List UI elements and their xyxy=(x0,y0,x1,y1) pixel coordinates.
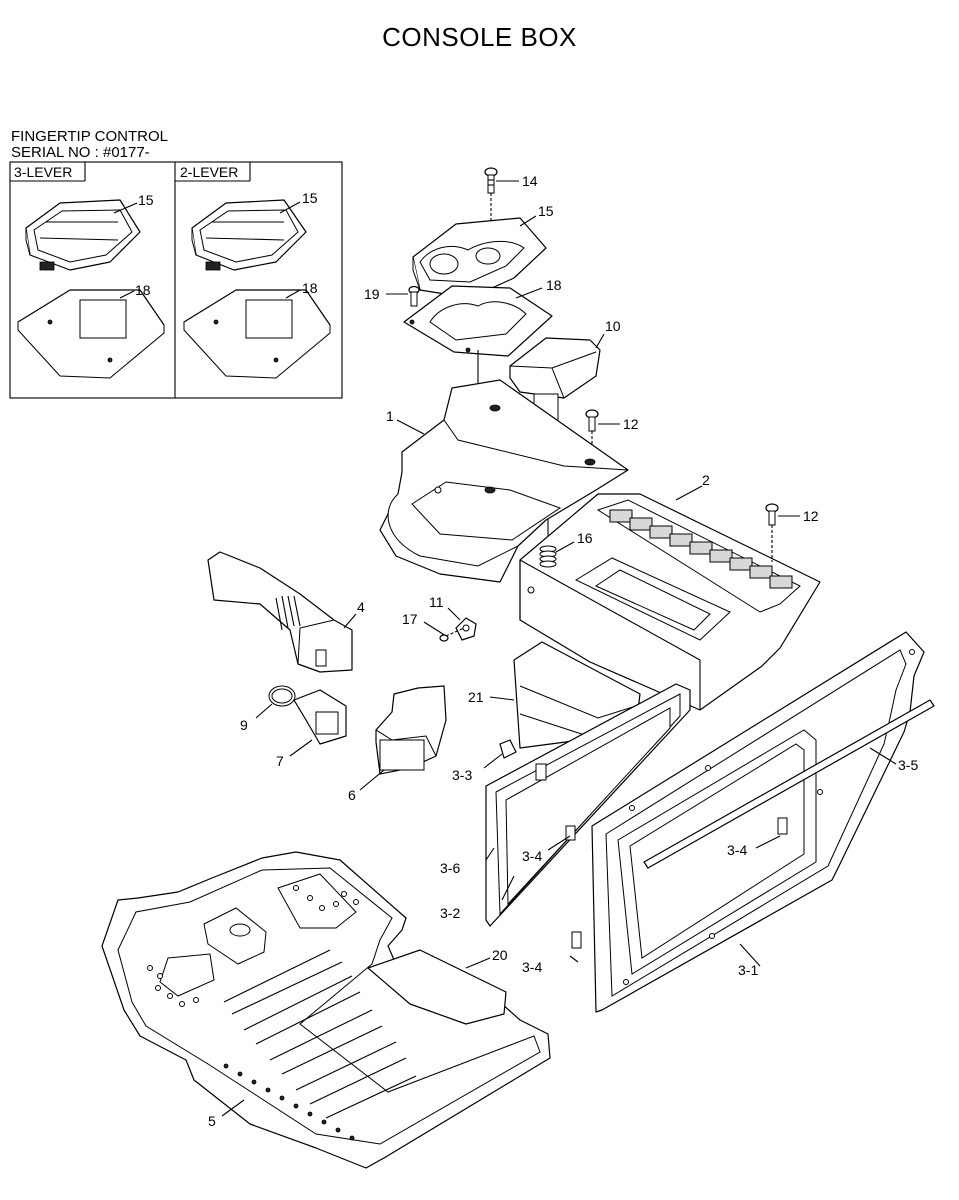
box-6 xyxy=(359,685,447,791)
page-title: CONSOLE BOX xyxy=(382,22,577,52)
callout-20: 20 xyxy=(492,947,508,963)
callout-1: 1 xyxy=(386,408,394,424)
callout-18-3-lever: 18 xyxy=(135,282,151,298)
floor-plate-5 xyxy=(101,851,551,1169)
screw-14 xyxy=(484,167,519,222)
callout-3-4-a: 3-4 xyxy=(522,848,542,864)
inset-plate-2-lever xyxy=(183,289,331,379)
callout-3-5: 3-5 xyxy=(898,757,918,773)
inset-cover-3-lever xyxy=(25,199,141,271)
callout-15-3-lever: 15 xyxy=(138,192,154,208)
screw-12-right xyxy=(765,503,800,562)
callout-2: 2 xyxy=(702,472,710,488)
callout-3-2: 3-2 xyxy=(440,905,460,921)
grommet-11 xyxy=(447,607,477,641)
callout-3-6: 3-6 xyxy=(440,860,460,876)
air-duct-4 xyxy=(207,551,357,673)
callout-5: 5 xyxy=(208,1113,216,1129)
callout-6: 6 xyxy=(348,787,356,803)
callout-3-4-b: 3-4 xyxy=(727,842,747,858)
callout-15-2-lever: 15 xyxy=(302,190,318,206)
inset-heading-line1: FINGERTIP CONTROL xyxy=(11,128,168,145)
callout-9: 9 xyxy=(240,717,248,733)
cover-15 xyxy=(412,215,547,299)
screw-17 xyxy=(423,621,465,642)
clip-3-3 xyxy=(483,739,517,769)
screw-12-upper xyxy=(585,409,620,460)
callout-4: 4 xyxy=(357,599,365,615)
inset-cover-2-lever xyxy=(191,199,307,271)
callout-7: 7 xyxy=(276,753,284,769)
panel-label-3-lever: 3-LEVER xyxy=(14,164,72,180)
console-body-1 xyxy=(379,379,629,583)
callout-19: 19 xyxy=(364,286,380,302)
inset-plate-3-lever xyxy=(17,289,165,379)
callout-12-upper: 12 xyxy=(623,416,639,432)
callout-16: 16 xyxy=(577,530,593,546)
screw-19 xyxy=(386,285,420,307)
callout-14: 14 xyxy=(522,173,538,189)
callout-3-4-c: 3-4 xyxy=(522,959,542,975)
callout-3-3: 3-3 xyxy=(452,767,472,783)
callout-15: 15 xyxy=(538,203,554,219)
callout-3-1: 3-1 xyxy=(738,962,758,978)
console-body-2 xyxy=(519,485,821,711)
callout-21: 21 xyxy=(468,689,484,705)
spring-16 xyxy=(539,541,575,568)
nozzle-7 xyxy=(289,689,347,757)
callout-17: 17 xyxy=(402,611,418,627)
inset-frame xyxy=(9,161,343,399)
inset-heading-line2: SERIAL NO : #0177- xyxy=(11,144,150,161)
callout-12-right: 12 xyxy=(803,508,819,524)
callout-10: 10 xyxy=(605,318,621,334)
strip-3-5 xyxy=(643,699,935,869)
callout-11: 11 xyxy=(429,594,444,610)
callout-18-2-lever: 18 xyxy=(302,280,318,296)
clamp-9 xyxy=(255,685,296,719)
panel-label-2-lever: 2-LEVER xyxy=(180,164,238,180)
panel-3-6 xyxy=(485,683,691,927)
callout-18: 18 xyxy=(546,277,562,293)
